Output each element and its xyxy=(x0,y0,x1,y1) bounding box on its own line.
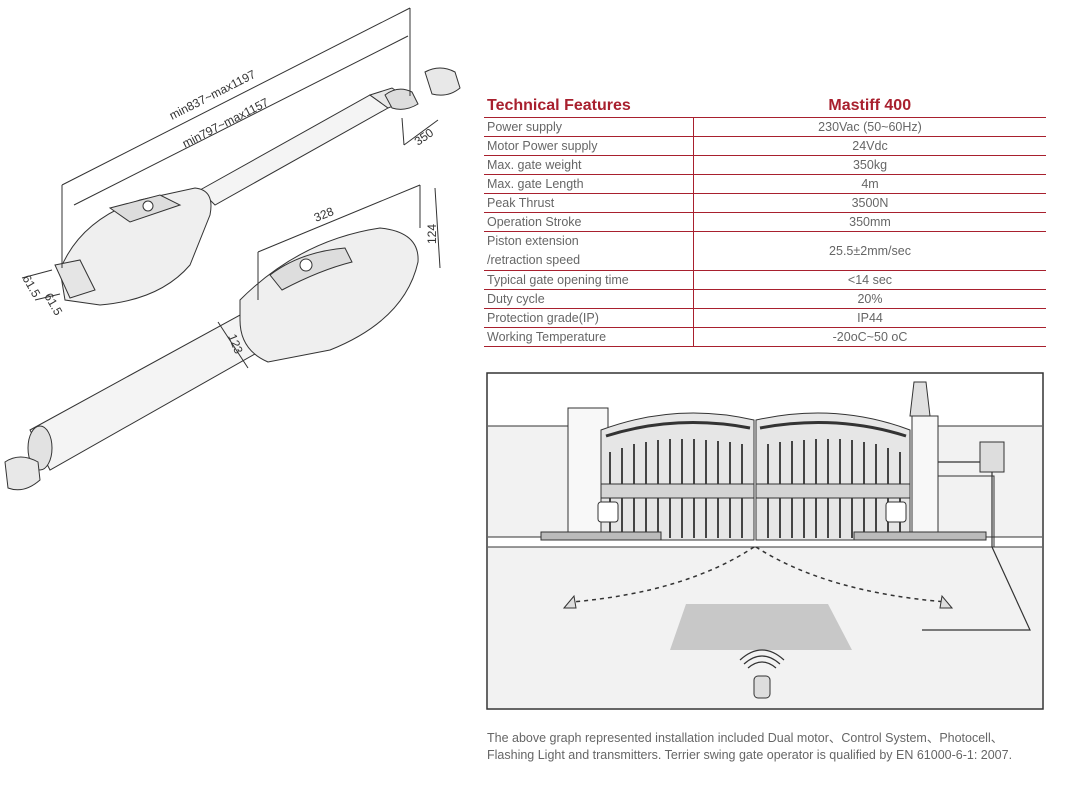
spec-label: Duty cycle xyxy=(484,289,694,309)
right-photocell-icon xyxy=(885,501,907,523)
table-row: Piston extension /retraction speed 25.5±… xyxy=(484,231,1046,271)
right-swing-arc xyxy=(755,546,947,603)
actuator-dimension-drawing: min837~max1197 min797~max1157 350 328 12… xyxy=(4,7,461,491)
top-actuator xyxy=(54,67,461,306)
dim-label-124: 124 xyxy=(425,224,439,244)
spec-label-line2: /retraction speed xyxy=(487,253,581,267)
bottom-actuator xyxy=(4,227,419,491)
caption-line2: Flashing Light and transmitters. Terrier… xyxy=(487,748,1013,762)
installation-diagram xyxy=(486,372,1044,710)
left-actuator xyxy=(540,531,662,541)
wiring xyxy=(922,461,1031,631)
caption-text: The above graph represented installation… xyxy=(487,730,1057,764)
control-box-icon xyxy=(979,441,1005,473)
spec-label: Max. gate weight xyxy=(484,155,694,175)
right-pillar xyxy=(911,415,939,541)
table-row: Protection grade(IP)IP44 xyxy=(484,308,1046,328)
left-gate-leaf xyxy=(600,412,755,541)
spec-label: Motor Power supply xyxy=(484,136,694,156)
table-row: Working Temperature-20oC~50 oC xyxy=(484,327,1046,347)
dim-line-stroke xyxy=(73,35,409,206)
spec-label: Power supply xyxy=(484,117,694,137)
spec-value: 350kg xyxy=(693,155,1046,175)
spec-label: Typical gate opening time xyxy=(484,270,694,290)
spec-value: IP44 xyxy=(693,308,1046,328)
table-header-row: Technical Features Mastiff 400 xyxy=(484,96,1046,118)
spec-label: Max. gate Length xyxy=(484,174,694,194)
spec-label: Peak Thrust xyxy=(484,193,694,213)
spec-label-line1: Piston extension xyxy=(487,234,579,248)
flashing-light-icon xyxy=(909,381,931,417)
spec-value: 25.5±2mm/sec xyxy=(693,231,1046,271)
left-photocell-icon xyxy=(597,501,619,523)
spec-label: Protection grade(IP) xyxy=(484,308,694,328)
spec-value: 350mm xyxy=(693,212,1046,232)
right-actuator xyxy=(853,531,987,541)
dim-label-350: 350 xyxy=(412,125,437,148)
detection-zone xyxy=(670,604,852,650)
technical-features-table: Technical Features Mastiff 400 Power sup… xyxy=(484,96,1046,347)
spec-value: <14 sec xyxy=(693,270,1046,290)
left-swing-arc xyxy=(571,546,755,603)
spec-label: Working Temperature xyxy=(484,327,694,347)
dim-label-615a: 61.5 xyxy=(19,273,43,301)
left-wall xyxy=(488,425,569,538)
table-row: Typical gate opening time<14 sec xyxy=(484,270,1046,290)
caption-line1: The above graph represented installation… xyxy=(487,731,1004,745)
spec-value: -20oC~50 oC xyxy=(693,327,1046,347)
spec-value: 3500N xyxy=(693,193,1046,213)
dim-label-615b: 61.5 xyxy=(41,291,65,319)
transmitter-icon xyxy=(739,649,785,699)
spec-value: 230Vac (50~60Hz) xyxy=(693,117,1046,137)
spec-label: Operation Stroke xyxy=(484,212,694,232)
table-heading-features: Technical Features xyxy=(484,96,694,118)
dim-line-max xyxy=(61,7,411,186)
table-heading-model: Mastiff 400 xyxy=(693,96,1046,118)
spec-value: 4m xyxy=(693,174,1046,194)
spec-value: 24Vdc xyxy=(693,136,1046,156)
spec-label: Piston extension /retraction speed xyxy=(484,231,694,271)
spec-value: 20% xyxy=(693,289,1046,309)
right-gate-leaf xyxy=(755,412,911,541)
